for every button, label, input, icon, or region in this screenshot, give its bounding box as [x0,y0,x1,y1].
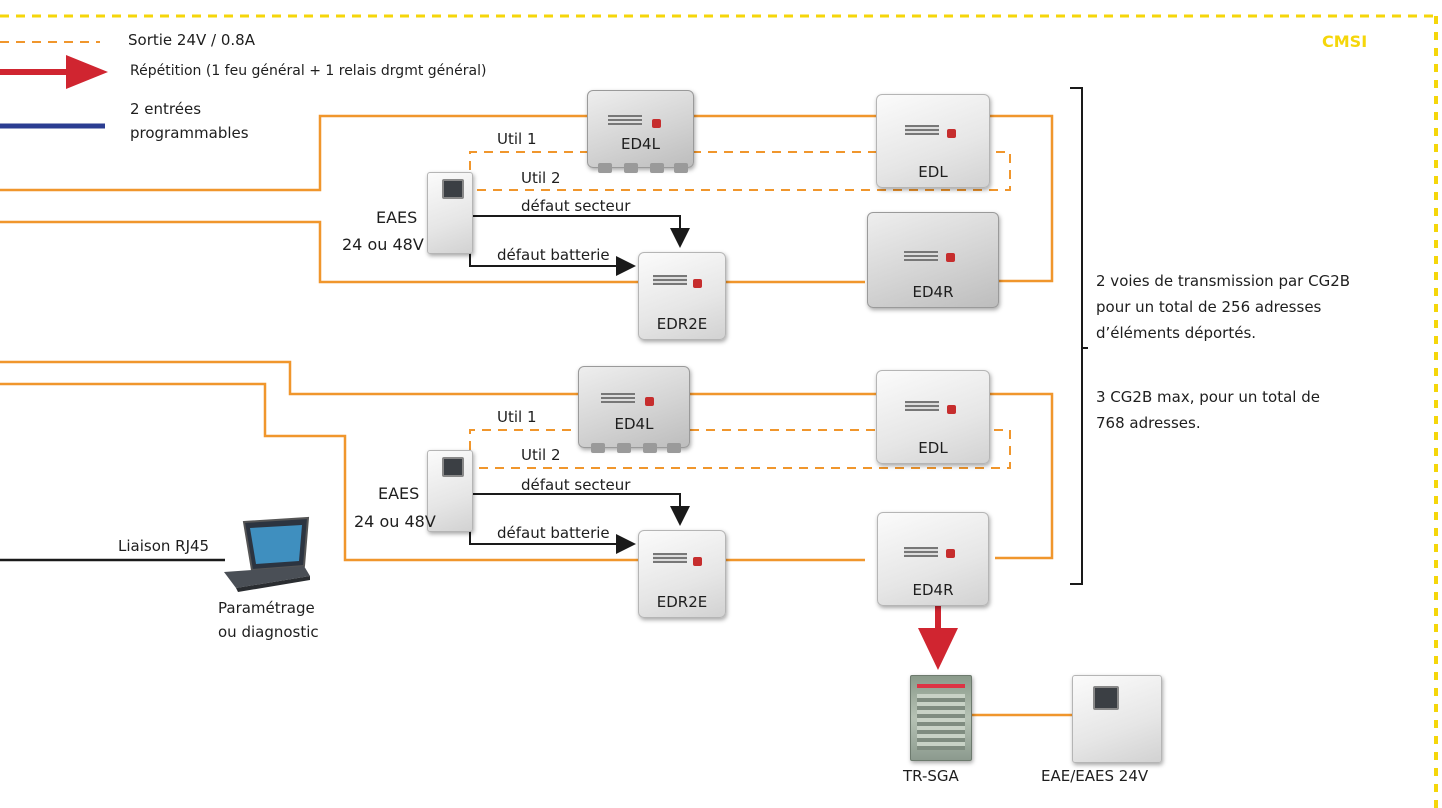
g1-eaes-label-2: 24 ou 48V [342,235,424,254]
g1-edr2e-module: EDR2E [638,252,726,340]
bracket [1070,87,1088,585]
g1-loop-bottom [0,220,645,284]
g1-util1-label: Util 1 [497,130,537,148]
g2-edr2e-module: EDR2E [638,530,726,618]
note-p2-line2: 768 adresses. [1096,414,1201,432]
g1-ed4r-label: ED4R [912,283,954,301]
laptop-caption-2: ou diagnostic [218,623,319,641]
g2-ed4l-module: ED4L [578,366,690,453]
brand-label: CMSI [1322,32,1368,51]
g2-defaut-batterie-label: défaut batterie [497,524,610,542]
note-p1-line2: pour un total de 256 adresses [1096,298,1322,316]
g2-eaes-label-1: EAES [378,484,420,503]
g2-eaes-label-2: 24 ou 48V [354,512,436,531]
legend-blue-label-1: 2 entrées [130,100,202,118]
g2-eaes-unit [427,450,473,532]
g1-edl-module: EDL [876,94,990,188]
g1-defaut-secteur-label: défaut secteur [521,197,631,215]
g1-defaut-batterie-label: défaut batterie [497,246,610,264]
g1-eaes-label-1: EAES [376,208,418,227]
g2-defaut-secteur-arrow [470,493,690,526]
tr-sga-panel [910,675,972,761]
g1-util2-label: Util 2 [521,169,561,187]
g2-edr2e-label: EDR2E [656,593,708,611]
g2-loop-bottom [0,382,645,562]
note-p2-line1: 3 CG2B max, pour un total de [1096,388,1320,406]
g2-util2-label: Util 2 [521,446,561,464]
rj45-label: Liaison RJ45 [118,537,210,555]
laptop-icon [224,516,310,592]
g2-util1-label: Util 1 [497,408,537,426]
g2-defaut-secteur-label: défaut secteur [521,476,631,494]
g2-ed4l-label: ED4L [614,415,654,433]
note-p1-line1: 2 voies de transmission par CG2B [1096,272,1351,290]
g2-edl-module: EDL [876,370,990,464]
legend-arrow-label: Répétition (1 feu général + 1 relais drg… [130,63,487,79]
legend-red-arrow-head [66,55,108,89]
legend-dashed-label: Sortie 24V / 0.8A [128,31,255,49]
g1-defaut-secteur-arrow [470,215,690,248]
g1-util-dashed [469,151,1011,191]
eae-label: EAE/EAES 24V [1041,767,1149,785]
g1-ed4l-label: ED4L [621,135,660,153]
g2-edl-label: EDL [918,439,948,457]
g1-ed4l-module: ED4L [587,90,694,173]
g2-ed4r-module: ED4R [877,512,989,606]
legend-blue-label-2: programmables [130,124,249,142]
g1-edr2e-label: EDR2E [656,315,708,333]
g1-ed4r-module: ED4R [867,212,999,308]
g1-edl-label: EDL [918,163,948,181]
laptop-caption-1: Paramétrage [218,599,315,617]
note-p1-line3: d’éléments déportés. [1096,324,1257,342]
g1-eaes-unit [427,172,473,254]
tr-sga-label: TR-SGA [903,767,959,785]
eae-unit [1072,675,1162,763]
g2-util-dashed [469,429,1011,469]
repetition-arrow-head [918,628,958,670]
g2-ed4r-label: ED4R [912,581,954,599]
